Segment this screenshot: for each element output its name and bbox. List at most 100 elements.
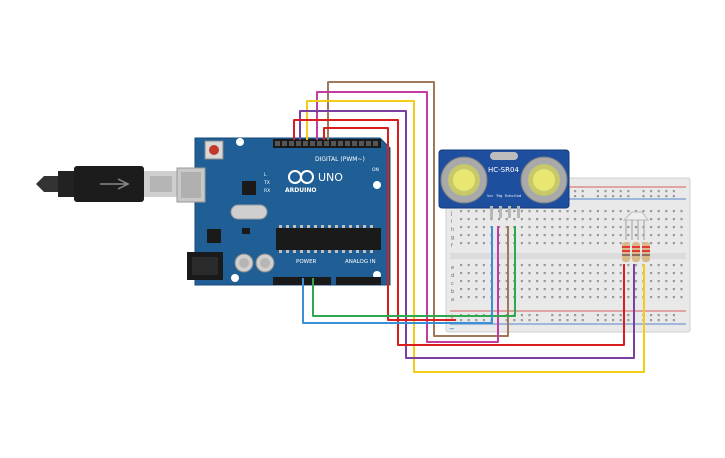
breadboard-hole[interactable]	[460, 242, 463, 245]
breadboard-hole[interactable]	[498, 280, 501, 283]
breadboard-hole[interactable]	[498, 288, 501, 291]
breadboard-hole[interactable]	[460, 226, 463, 229]
breadboard-hole[interactable]	[665, 264, 668, 267]
breadboard-hole[interactable]	[581, 210, 584, 213]
breadboard-hole[interactable]	[672, 319, 675, 322]
breadboard-hole[interactable]	[520, 210, 523, 213]
breadboard-hole[interactable]	[482, 296, 485, 299]
breadboard-hole[interactable]	[612, 264, 615, 267]
breadboard-hole[interactable]	[665, 314, 668, 317]
breadboard-hole[interactable]	[596, 218, 599, 221]
breadboard-hole[interactable]	[581, 272, 584, 275]
breadboard-hole[interactable]	[551, 280, 554, 283]
breadboard-hole[interactable]	[612, 226, 615, 229]
breadboard-hole[interactable]	[612, 190, 615, 193]
breadboard-hole[interactable]	[650, 190, 653, 193]
breadboard-hole[interactable]	[619, 296, 622, 299]
breadboard-hole[interactable]	[672, 226, 675, 229]
breadboard-hole[interactable]	[551, 242, 554, 245]
breadboard-hole[interactable]	[634, 296, 637, 299]
breadboard-hole[interactable]	[634, 280, 637, 283]
breadboard-hole[interactable]	[558, 314, 561, 317]
breadboard-hole[interactable]	[657, 218, 660, 221]
breadboard-hole[interactable]	[619, 190, 622, 193]
breadboard-hole[interactable]	[467, 264, 470, 267]
breadboard-hole[interactable]	[536, 272, 539, 275]
breadboard-hole[interactable]	[672, 314, 675, 317]
breadboard-hole[interactable]	[581, 242, 584, 245]
breadboard-hole[interactable]	[475, 288, 478, 291]
breadboard-hole[interactable]	[505, 272, 508, 275]
breadboard-hole[interactable]	[543, 234, 546, 237]
breadboard-hole[interactable]	[475, 210, 478, 213]
breadboard-hole[interactable]	[513, 218, 516, 221]
breadboard-hole[interactable]	[566, 288, 569, 291]
breadboard-hole[interactable]	[627, 190, 630, 193]
breadboard-hole[interactable]	[520, 234, 523, 237]
breadboard-hole[interactable]	[657, 288, 660, 291]
breadboard-hole[interactable]	[680, 218, 683, 221]
breadboard-hole[interactable]	[657, 280, 660, 283]
breadboard-hole[interactable]	[657, 195, 660, 198]
breadboard-hole[interactable]	[475, 272, 478, 275]
breadboard-hole[interactable]	[498, 296, 501, 299]
breadboard-hole[interactable]	[596, 314, 599, 317]
breadboard-hole[interactable]	[528, 264, 531, 267]
breadboard-hole[interactable]	[619, 272, 622, 275]
breadboard-hole[interactable]	[467, 296, 470, 299]
breadboard-hole[interactable]	[551, 296, 554, 299]
breadboard-hole[interactable]	[566, 234, 569, 237]
breadboard-hole[interactable]	[612, 319, 615, 322]
breadboard-hole[interactable]	[460, 218, 463, 221]
breadboard-hole[interactable]	[657, 272, 660, 275]
breadboard-hole[interactable]	[672, 234, 675, 237]
breadboard-hole[interactable]	[528, 296, 531, 299]
breadboard-hole[interactable]	[467, 280, 470, 283]
breadboard-hole[interactable]	[505, 296, 508, 299]
breadboard-hole[interactable]	[574, 195, 577, 198]
breadboard-hole[interactable]	[505, 264, 508, 267]
breadboard-hole[interactable]	[558, 226, 561, 229]
breadboard-hole[interactable]	[505, 319, 508, 322]
breadboard-hole[interactable]	[581, 218, 584, 221]
breadboard-hole[interactable]	[672, 296, 675, 299]
breadboard-hole[interactable]	[665, 296, 668, 299]
breadboard-hole[interactable]	[665, 226, 668, 229]
breadboard-hole[interactable]	[520, 296, 523, 299]
resistors[interactable]	[622, 242, 650, 262]
breadboard-hole[interactable]	[566, 280, 569, 283]
breadboard-hole[interactable]	[612, 314, 615, 317]
breadboard-hole[interactable]	[558, 296, 561, 299]
breadboard-hole[interactable]	[665, 190, 668, 193]
breadboard-hole[interactable]	[604, 210, 607, 213]
breadboard-hole[interactable]	[657, 319, 660, 322]
breadboard-hole[interactable]	[543, 264, 546, 267]
breadboard-hole[interactable]	[528, 226, 531, 229]
breadboard-hole[interactable]	[634, 272, 637, 275]
breadboard-hole[interactable]	[536, 288, 539, 291]
breadboard-hole[interactable]	[574, 319, 577, 322]
breadboard-hole[interactable]	[680, 296, 683, 299]
breadboard-hole[interactable]	[536, 319, 539, 322]
breadboard-hole[interactable]	[475, 242, 478, 245]
breadboard-hole[interactable]	[589, 272, 592, 275]
breadboard-hole[interactable]	[589, 296, 592, 299]
breadboard-hole[interactable]	[475, 319, 478, 322]
breadboard-hole[interactable]	[520, 226, 523, 229]
breadboard-hole[interactable]	[596, 296, 599, 299]
breadboard-hole[interactable]	[536, 234, 539, 237]
breadboard-hole[interactable]	[520, 242, 523, 245]
breadboard-hole[interactable]	[634, 288, 637, 291]
breadboard-hole[interactable]	[627, 319, 630, 322]
breadboard-hole[interactable]	[558, 272, 561, 275]
breadboard-hole[interactable]	[528, 280, 531, 283]
breadboard-hole[interactable]	[574, 296, 577, 299]
breadboard-hole[interactable]	[612, 242, 615, 245]
breadboard-hole[interactable]	[596, 195, 599, 198]
breadboard-hole[interactable]	[680, 272, 683, 275]
breadboard-hole[interactable]	[627, 234, 630, 237]
breadboard-hole[interactable]	[513, 319, 516, 322]
breadboard-hole[interactable]	[551, 210, 554, 213]
breadboard-hole[interactable]	[558, 210, 561, 213]
breadboard-hole[interactable]	[566, 319, 569, 322]
